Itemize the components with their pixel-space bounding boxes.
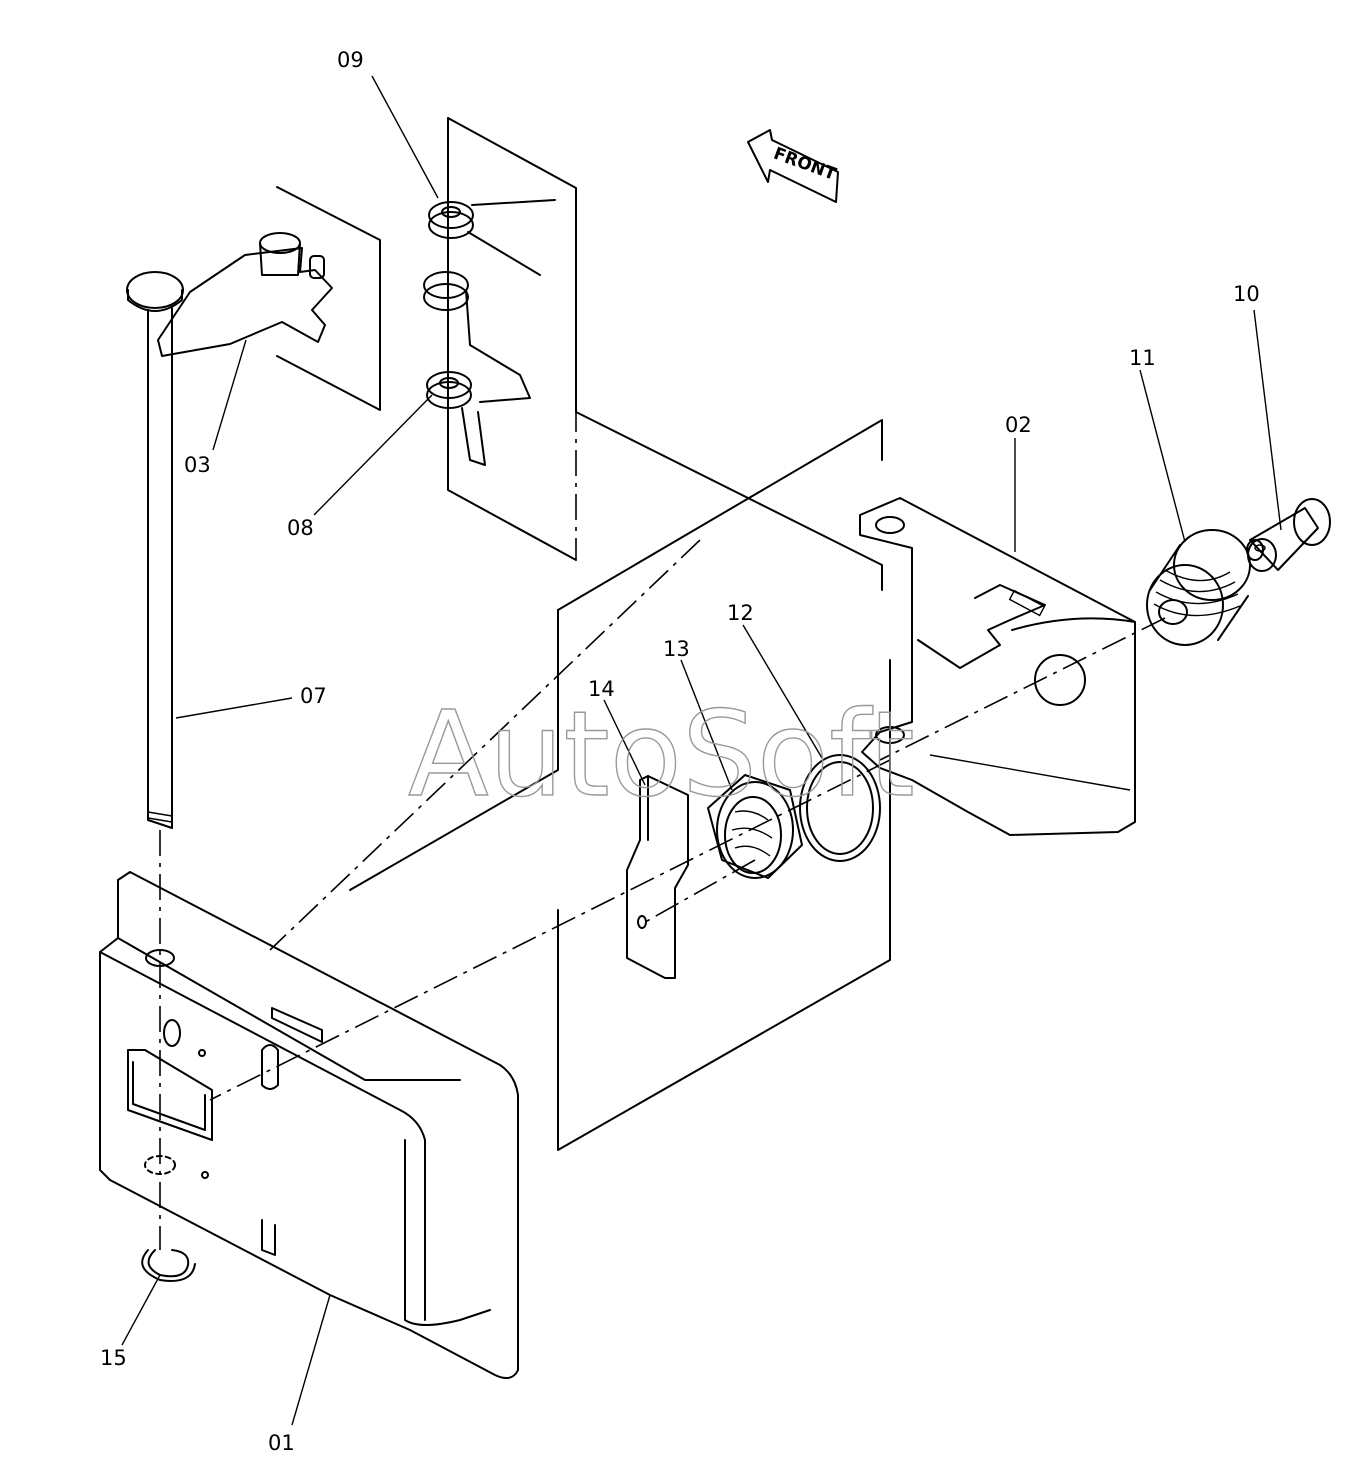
clip-part-15 [141,1249,196,1282]
front-direction-arrow: FRONT [747,129,839,203]
bracket-part-02 [859,497,1136,836]
callout-02: 02 [1005,413,1032,437]
assembly-plane-outlines [276,117,891,1151]
center-lines [159,230,1166,1250]
tab-plate-part-14 [626,775,689,979]
torsion-spring-part-09 [428,199,556,276]
torsion-spring-middle [423,271,531,403]
callout-07: 07 [300,684,327,708]
callout-11: 11 [1129,346,1156,370]
o-ring-part-12 [799,754,881,862]
callout-01: 01 [268,1431,295,1455]
hex-nut-part-13 [707,774,803,879]
torsion-spring-part-08 [426,371,486,466]
callout-09: 09 [337,48,364,72]
bolt-part-07 [126,271,184,829]
callout-14: 14 [588,677,615,701]
callout-labels: 09 03 08 07 02 11 10 12 13 14 15 01 [100,48,1260,1455]
lever-part-03 [157,232,333,357]
callout-10: 10 [1233,282,1260,306]
leader-lines [121,75,1282,1426]
callout-13: 13 [663,637,690,661]
front-label: FRONT [771,144,839,185]
callout-08: 08 [287,516,314,540]
callout-03: 03 [184,453,211,477]
threaded-plug-part-11 [1146,529,1264,646]
cover-part-01 [99,871,519,1380]
callout-12: 12 [727,601,754,625]
pin-part-10 [1247,498,1331,572]
callout-15: 15 [100,1346,127,1370]
watermark: AutoSoft [408,685,915,823]
